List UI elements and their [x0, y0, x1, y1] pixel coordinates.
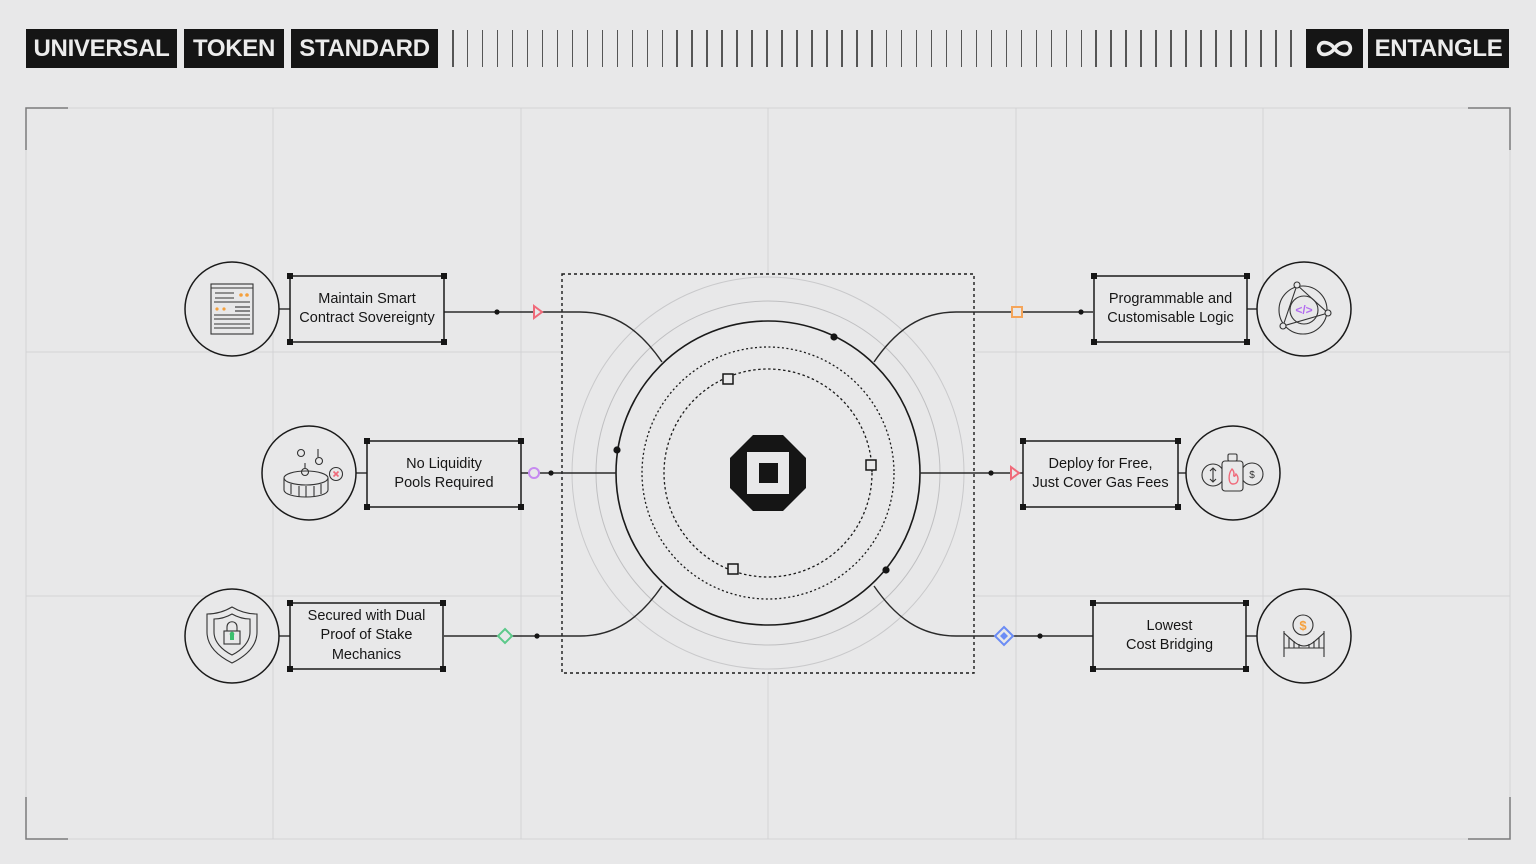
ruler-tick — [1080, 30, 1082, 67]
ruler-tick — [691, 30, 693, 67]
feature-label-line: Customisable Logic — [1107, 310, 1234, 326]
ruler-tick — [661, 30, 663, 67]
ruler-tick — [1005, 30, 1008, 67]
liquidity-pool-x-icon — [283, 448, 344, 498]
feature-label-line: Maintain Smart — [318, 290, 416, 307]
ruler-tick — [871, 30, 873, 67]
ruler-tick — [1140, 30, 1142, 67]
feature-label-line: No Liquidity — [406, 455, 482, 472]
blue-diamond-marker — [993, 625, 1015, 647]
ruler-tick — [1095, 30, 1097, 67]
green-diamond-marker — [496, 627, 514, 645]
header-word-standard: STANDARD — [291, 29, 438, 68]
ruler-tick — [556, 30, 559, 67]
ruler-tick — [1260, 30, 1262, 67]
ruler-tick — [900, 30, 903, 67]
ruler-tick — [1290, 30, 1292, 67]
svg-text:$: $ — [1299, 618, 1307, 633]
ruler-tick — [541, 30, 544, 67]
feature-deploy-for-free: Deploy for Free, Just Cover Gas Fees — [1023, 441, 1178, 507]
ruler-tick — [736, 30, 738, 67]
ruler-tick — [481, 30, 484, 67]
ruler-tick — [856, 30, 858, 67]
ruler-tick — [721, 30, 723, 67]
pink-triangle-marker-right — [1010, 465, 1021, 481]
ruler-tick — [751, 30, 753, 67]
feature-label-line: Deploy for Free, — [1048, 455, 1153, 472]
ruler-tick — [1125, 30, 1127, 67]
brand-logo-badge — [1306, 29, 1363, 68]
ruler-tick — [1230, 30, 1232, 67]
svg-text:</>: </> — [1295, 303, 1312, 317]
ruler-tick — [706, 30, 708, 67]
ruler-tick — [796, 30, 798, 67]
ruler-tick — [466, 30, 469, 67]
bridge-dollar-icon: $ — [1283, 614, 1325, 657]
ruler-tick — [781, 30, 783, 67]
ruler-tick — [990, 30, 993, 67]
ruler-tick — [1275, 30, 1277, 67]
ruler-tick — [1065, 30, 1068, 67]
feature-label-line: Just Cover Gas Fees — [1032, 475, 1169, 491]
feature-label-line: Proof of Stake — [320, 627, 413, 644]
ruler-tick — [960, 30, 963, 67]
ruler-tick — [1200, 30, 1202, 67]
ruler-tick — [1245, 30, 1247, 67]
feature-label-line: Secured with Dual — [307, 607, 426, 624]
feature-label-line: Cost Bridging — [1125, 637, 1214, 653]
ruler-tick — [1170, 30, 1172, 67]
ruler-tick — [676, 30, 678, 67]
ruler-tick — [586, 30, 589, 67]
gas-fee-icon: $ — [1201, 453, 1264, 492]
smart-contract-document-icon — [210, 283, 254, 335]
ruler-tick — [601, 30, 604, 67]
code-network-icon: </> — [1278, 281, 1332, 335]
ruler-tick — [915, 30, 918, 67]
svg-text:$: $ — [1249, 470, 1255, 481]
ruler-tick — [1185, 30, 1187, 67]
ruler-tick — [826, 30, 828, 67]
feature-label-line: Pools Required — [394, 475, 494, 491]
orange-square-marker — [1011, 306, 1023, 318]
feature-label-line: Lowest — [1146, 617, 1193, 634]
ruler-tick — [631, 30, 634, 67]
ruler-tick — [1035, 30, 1038, 67]
infinity-icon — [1316, 40, 1353, 57]
header-word-universal: UNIVERSAL — [26, 29, 177, 68]
ruler-tick — [1155, 30, 1157, 67]
ruler-tick — [885, 30, 888, 67]
brand-name: ENTANGLE — [1368, 29, 1509, 68]
ruler-tick — [496, 30, 499, 67]
ruler-tick — [945, 30, 948, 67]
ruler-tick — [1050, 30, 1053, 67]
ruler-tick — [811, 30, 813, 67]
feature-label-line: Programmable and — [1108, 290, 1233, 307]
ruler-tick — [646, 30, 649, 67]
octagon-square-logo-icon — [730, 435, 806, 511]
pink-triangle-marker — [533, 304, 544, 320]
ruler-tick — [511, 30, 514, 67]
ruler-tick — [975, 30, 978, 67]
frame-corners — [25, 107, 1511, 840]
header-word-token: TOKEN — [184, 29, 284, 68]
ruler-tick — [841, 30, 843, 67]
ruler-tick — [452, 30, 454, 67]
feature-label-line: Mechanics — [331, 646, 402, 663]
ruler-tick — [1110, 30, 1112, 67]
ruler-tick — [1020, 30, 1023, 67]
ruler-tick — [616, 30, 619, 67]
ruler-tick — [571, 30, 574, 67]
ruler-tick — [1215, 30, 1217, 67]
ruler-tick — [930, 30, 933, 67]
shield-lock-icon — [206, 606, 258, 664]
feature-label-line: Contract Sovereignty — [299, 310, 435, 326]
purple-circle-marker — [528, 467, 540, 479]
ruler-tick — [526, 30, 529, 67]
ruler-tick — [766, 30, 768, 67]
